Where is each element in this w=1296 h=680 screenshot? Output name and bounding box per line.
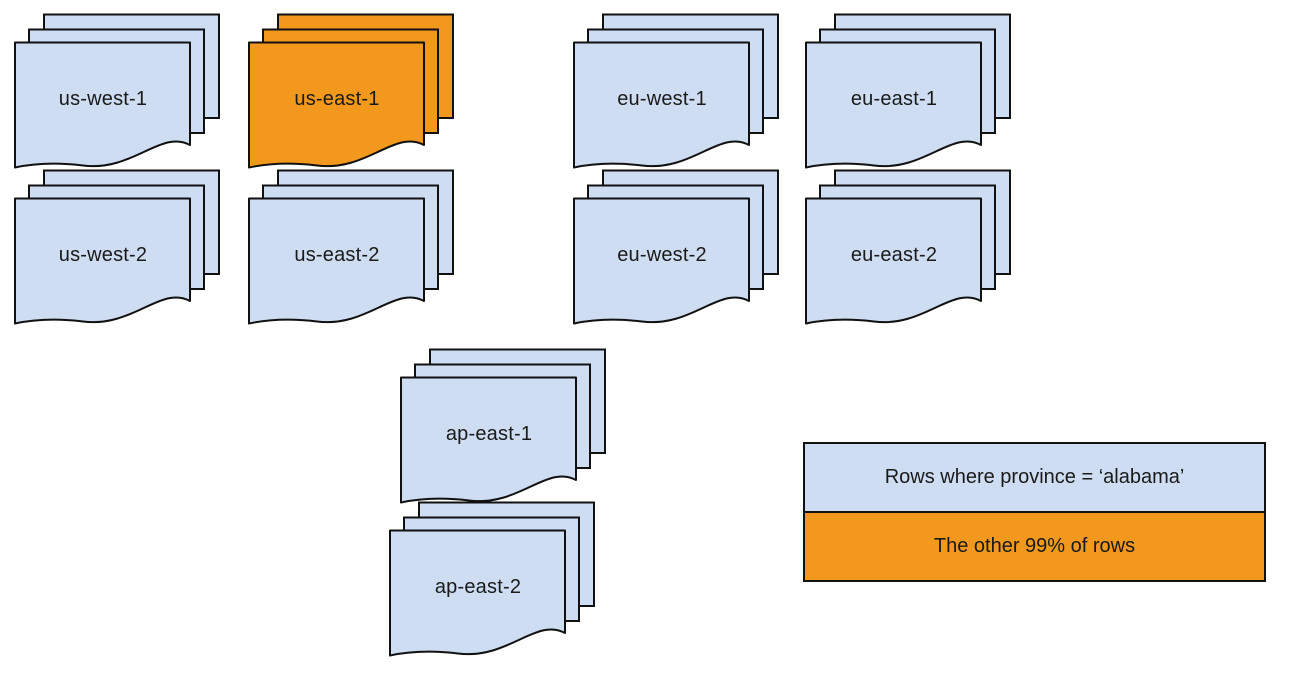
document-stack-icon bbox=[400, 348, 606, 504]
legend-item-other-rows: The other 99% of rows bbox=[805, 513, 1264, 580]
document-stack-icon bbox=[573, 13, 779, 169]
region-stack-ap-east-2: ap-east-2 bbox=[389, 501, 596, 658]
legend-label: The other 99% of rows bbox=[933, 535, 1136, 557]
document-stack-icon bbox=[248, 13, 454, 169]
region-stack-eu-east-1: eu-east-1 bbox=[805, 13, 1012, 170]
region-stack-us-east-1: us-east-1 bbox=[248, 13, 455, 170]
legend: Rows where province = ‘alabama’ The othe… bbox=[803, 442, 1266, 582]
document-stack-icon bbox=[14, 169, 220, 325]
legend-label: Rows where province = ‘alabama’ bbox=[884, 466, 1185, 488]
region-stack-eu-east-2: eu-east-2 bbox=[805, 169, 1012, 326]
region-stack-us-west-2: us-west-2 bbox=[14, 169, 221, 326]
document-stack-icon bbox=[805, 13, 1011, 169]
document-stack-icon bbox=[573, 169, 779, 325]
legend-item-alabama-rows: Rows where province = ‘alabama’ bbox=[805, 444, 1264, 513]
document-stack-icon bbox=[805, 169, 1011, 325]
region-stack-eu-west-1: eu-west-1 bbox=[573, 13, 780, 170]
document-stack-icon bbox=[389, 501, 595, 657]
region-stack-us-west-1: us-west-1 bbox=[14, 13, 221, 170]
document-stack-icon bbox=[248, 169, 454, 325]
region-stack-us-east-2: us-east-2 bbox=[248, 169, 455, 326]
region-stack-eu-west-2: eu-west-2 bbox=[573, 169, 780, 326]
document-stack-icon bbox=[14, 13, 220, 169]
region-stack-ap-east-1: ap-east-1 bbox=[400, 348, 607, 505]
